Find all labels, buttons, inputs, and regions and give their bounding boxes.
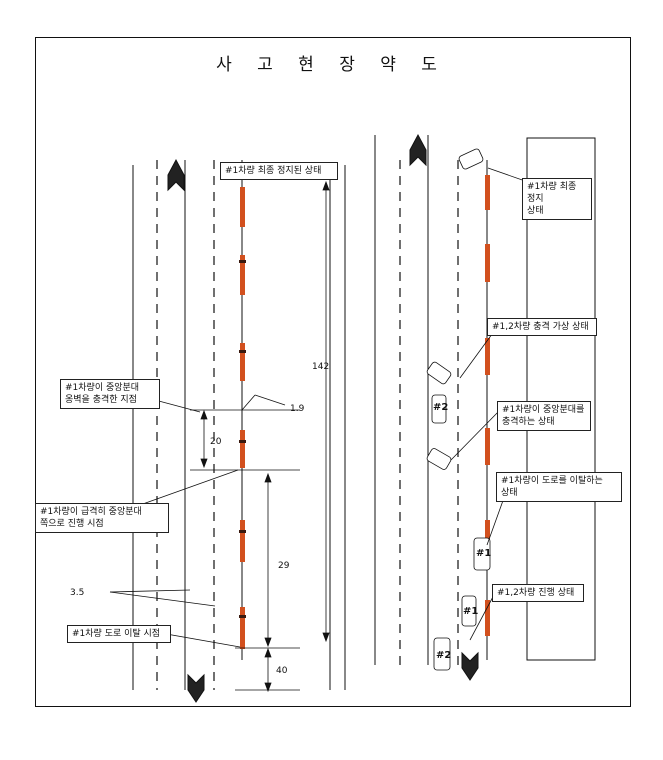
dimension-20: 20 xyxy=(210,437,222,447)
dimension-1-9: 1.9 xyxy=(290,404,305,414)
right-vehicles xyxy=(426,148,491,671)
dimension-40: 40 xyxy=(276,666,288,676)
vehicle-2-moving-icon xyxy=(433,637,451,671)
right-road xyxy=(374,135,596,665)
label-leaving-road: #1차량이 도로를 이탈하는 상태 xyxy=(496,472,622,502)
post xyxy=(240,343,245,381)
vehicle-1-label: #1 xyxy=(476,548,492,559)
dimension-3-5: 3.5 xyxy=(70,588,85,598)
label-moving: #1,2차량 진행 상태 xyxy=(492,584,584,602)
right-arrow-top-icon xyxy=(409,133,427,167)
label-departure: #1차량 도로 이탈 시점 xyxy=(67,625,171,643)
post xyxy=(240,430,245,468)
label-collision-assumed: #1,2차량 충격 가상 상태 xyxy=(487,318,597,336)
post xyxy=(240,255,245,295)
left-dimensions xyxy=(109,180,330,693)
vehicle-2-label: #2 xyxy=(433,402,449,413)
dimension-142: 142 xyxy=(312,362,330,372)
left-arrow-top-icon xyxy=(167,158,185,192)
diagram-title: 사 고 현 장 약 도 xyxy=(216,55,447,75)
post xyxy=(240,607,245,649)
vehicle-1-collision-icon xyxy=(426,361,452,385)
vehicle-1-label-2: #1 xyxy=(463,606,479,617)
vehicle-1-hitting-icon xyxy=(426,448,452,470)
dimension-29: 29 xyxy=(278,561,290,571)
label-hitting-median: #1차량이 중앙분대를 충격하는 상태 xyxy=(497,401,591,431)
label-final-stop-right: #1차량 최종 정지 상태 xyxy=(522,178,592,220)
left-road xyxy=(132,160,346,690)
label-hit-wall: #1차량이 중앙분대 옹벽을 충격한 지점 xyxy=(60,379,160,409)
right-arrow-bottom-icon xyxy=(461,651,479,681)
label-sudden-turn: #1차량이 급격히 중앙분대 쪽으로 진행 시점 xyxy=(35,503,169,533)
vehicle-1-leaving-icon xyxy=(473,537,491,571)
vehicle-1-moving-icon xyxy=(461,595,477,627)
post xyxy=(240,520,245,562)
vehicle-2-label-2: #2 xyxy=(436,650,452,661)
left-arrow-bottom-icon xyxy=(187,673,205,703)
post xyxy=(240,187,245,227)
vehicle-2-collision-icon xyxy=(431,394,447,424)
right-side-block xyxy=(526,137,596,661)
label-final-stop-left: #1차량 최종 정지된 상태 xyxy=(220,162,338,180)
diagram-frame xyxy=(35,37,631,707)
vehicle-1-final-icon xyxy=(458,148,484,170)
